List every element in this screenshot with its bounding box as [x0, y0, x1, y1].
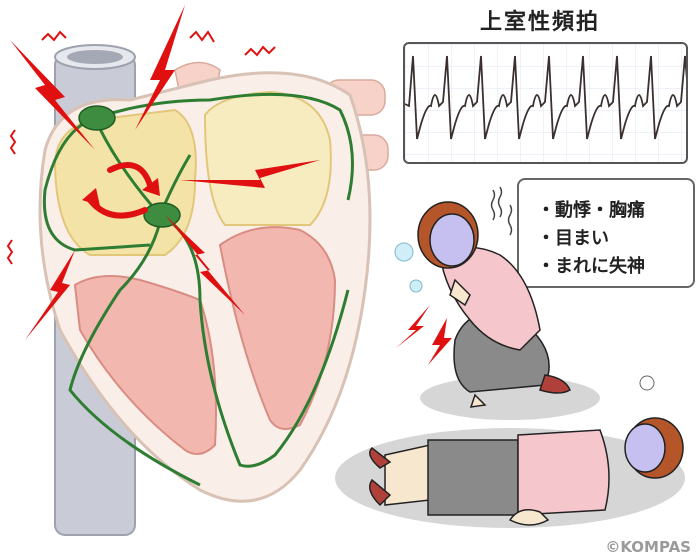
sa-node [78, 105, 116, 131]
pain-bolts-icon [396, 305, 452, 365]
ecg-strip [403, 42, 688, 164]
page-title: 上室性頻拍 [479, 10, 600, 35]
fainted-woman [369, 375, 684, 526]
reentry-arrows-icon [87, 162, 153, 219]
kneeling-woman [417, 201, 571, 408]
sweat-drops-icon [394, 242, 423, 293]
shaking-lines-icon [490, 186, 513, 236]
tremor-marks-icon [6, 30, 276, 265]
lightning-bolts-icon [10, 5, 320, 340]
ecg-waveform [405, 44, 686, 162]
symptom-item: ・目まい [537, 228, 609, 249]
symptom-item: ・動悸・胸痛 [537, 200, 645, 221]
symptom-item: ・まれに失神 [537, 256, 645, 277]
symptom-list: ・動悸・胸痛 ・目まい ・まれに失神 [517, 178, 695, 288]
copyright-text: ©KOMPAS [605, 538, 691, 556]
